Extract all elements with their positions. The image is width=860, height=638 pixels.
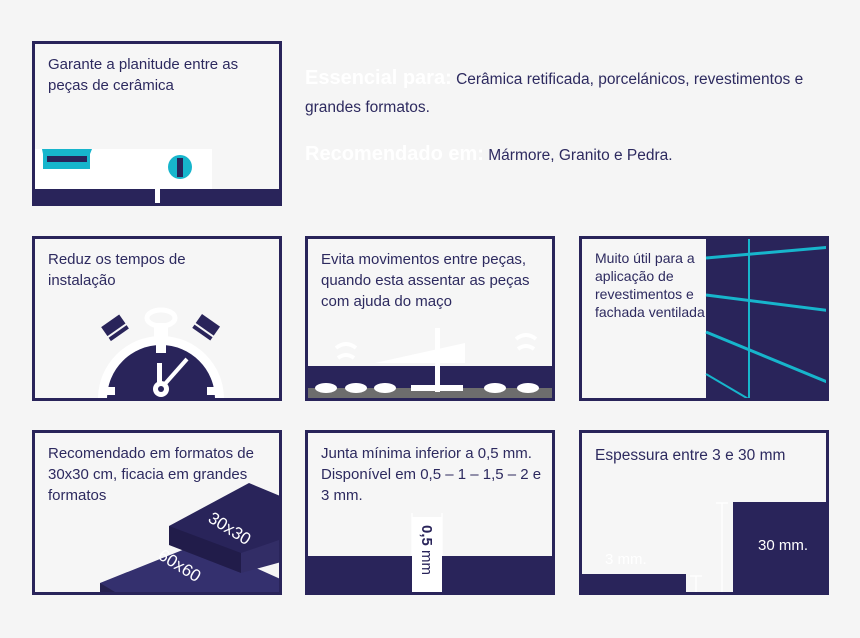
recommended-label: Recomendado em: xyxy=(305,143,484,165)
essential-text: Cerâmica retificada, porcelánicos, reves… xyxy=(305,71,804,116)
recommended-paragraph: Recomendado em: Mármore, Granito e Pedra… xyxy=(305,140,825,170)
card-install-time: Reduz os tempos de instalação xyxy=(32,236,282,401)
intro-text: Essencial para: Cerâmica retificada, por… xyxy=(305,64,825,170)
essential-paragraph: Essencial para: Cerâmica retificada, por… xyxy=(305,64,825,122)
thin-label: 3 mm. xyxy=(605,551,647,568)
card-text: Recomendado em formatos de 30x30 cm, fic… xyxy=(48,445,254,504)
joint-label-unit: mm xyxy=(418,546,435,575)
card-text: Garante a planitude entre as peças de ce… xyxy=(48,56,239,94)
card-joint: Junta mínima inferior a 0,5 mm. Disponív… xyxy=(305,430,555,595)
card-text: Espessura entre 3 e 30 mm xyxy=(595,447,786,464)
card-facade: Muito útil para a aplicação de revestime… xyxy=(579,236,829,401)
card-thickness: Espessura entre 3 e 30 mm 3 mm. 30 mm. xyxy=(579,430,829,595)
joint-label-value: 0,5 xyxy=(418,525,435,546)
spacer-icon xyxy=(308,328,552,398)
card-text: Evita movimentos entre peças, quando est… xyxy=(321,251,530,310)
card-planitude: Garante a planitude entre as peças de ce… xyxy=(32,41,282,206)
joint-label: 0,5 mm xyxy=(418,525,435,575)
card-formats: Recomendado em formatos de 30x30 cm, fic… xyxy=(32,430,282,595)
card-text: Junta mínima inferior a 0,5 mm. Disponív… xyxy=(321,445,542,504)
recommended-text: Mármore, Granito e Pedra. xyxy=(488,147,673,164)
card-avoid-movement: Evita movimentos entre peças, quando est… xyxy=(305,236,555,401)
card-text: Muito útil para a aplicação de revestime… xyxy=(595,250,705,320)
stopwatch-icon xyxy=(98,307,224,398)
card-text: Reduz os tempos de instalação xyxy=(48,251,186,289)
tiles-icon: 30x30 60x60 xyxy=(100,483,279,592)
thickness-icon: 3 mm. 30 mm. xyxy=(582,502,826,592)
thick-label: 30 mm. xyxy=(758,537,808,554)
essential-label: Essencial para: xyxy=(305,67,452,89)
joint-icon: 0,5 mm xyxy=(308,513,552,592)
facade-icon xyxy=(705,239,826,398)
level-icon xyxy=(35,149,279,203)
